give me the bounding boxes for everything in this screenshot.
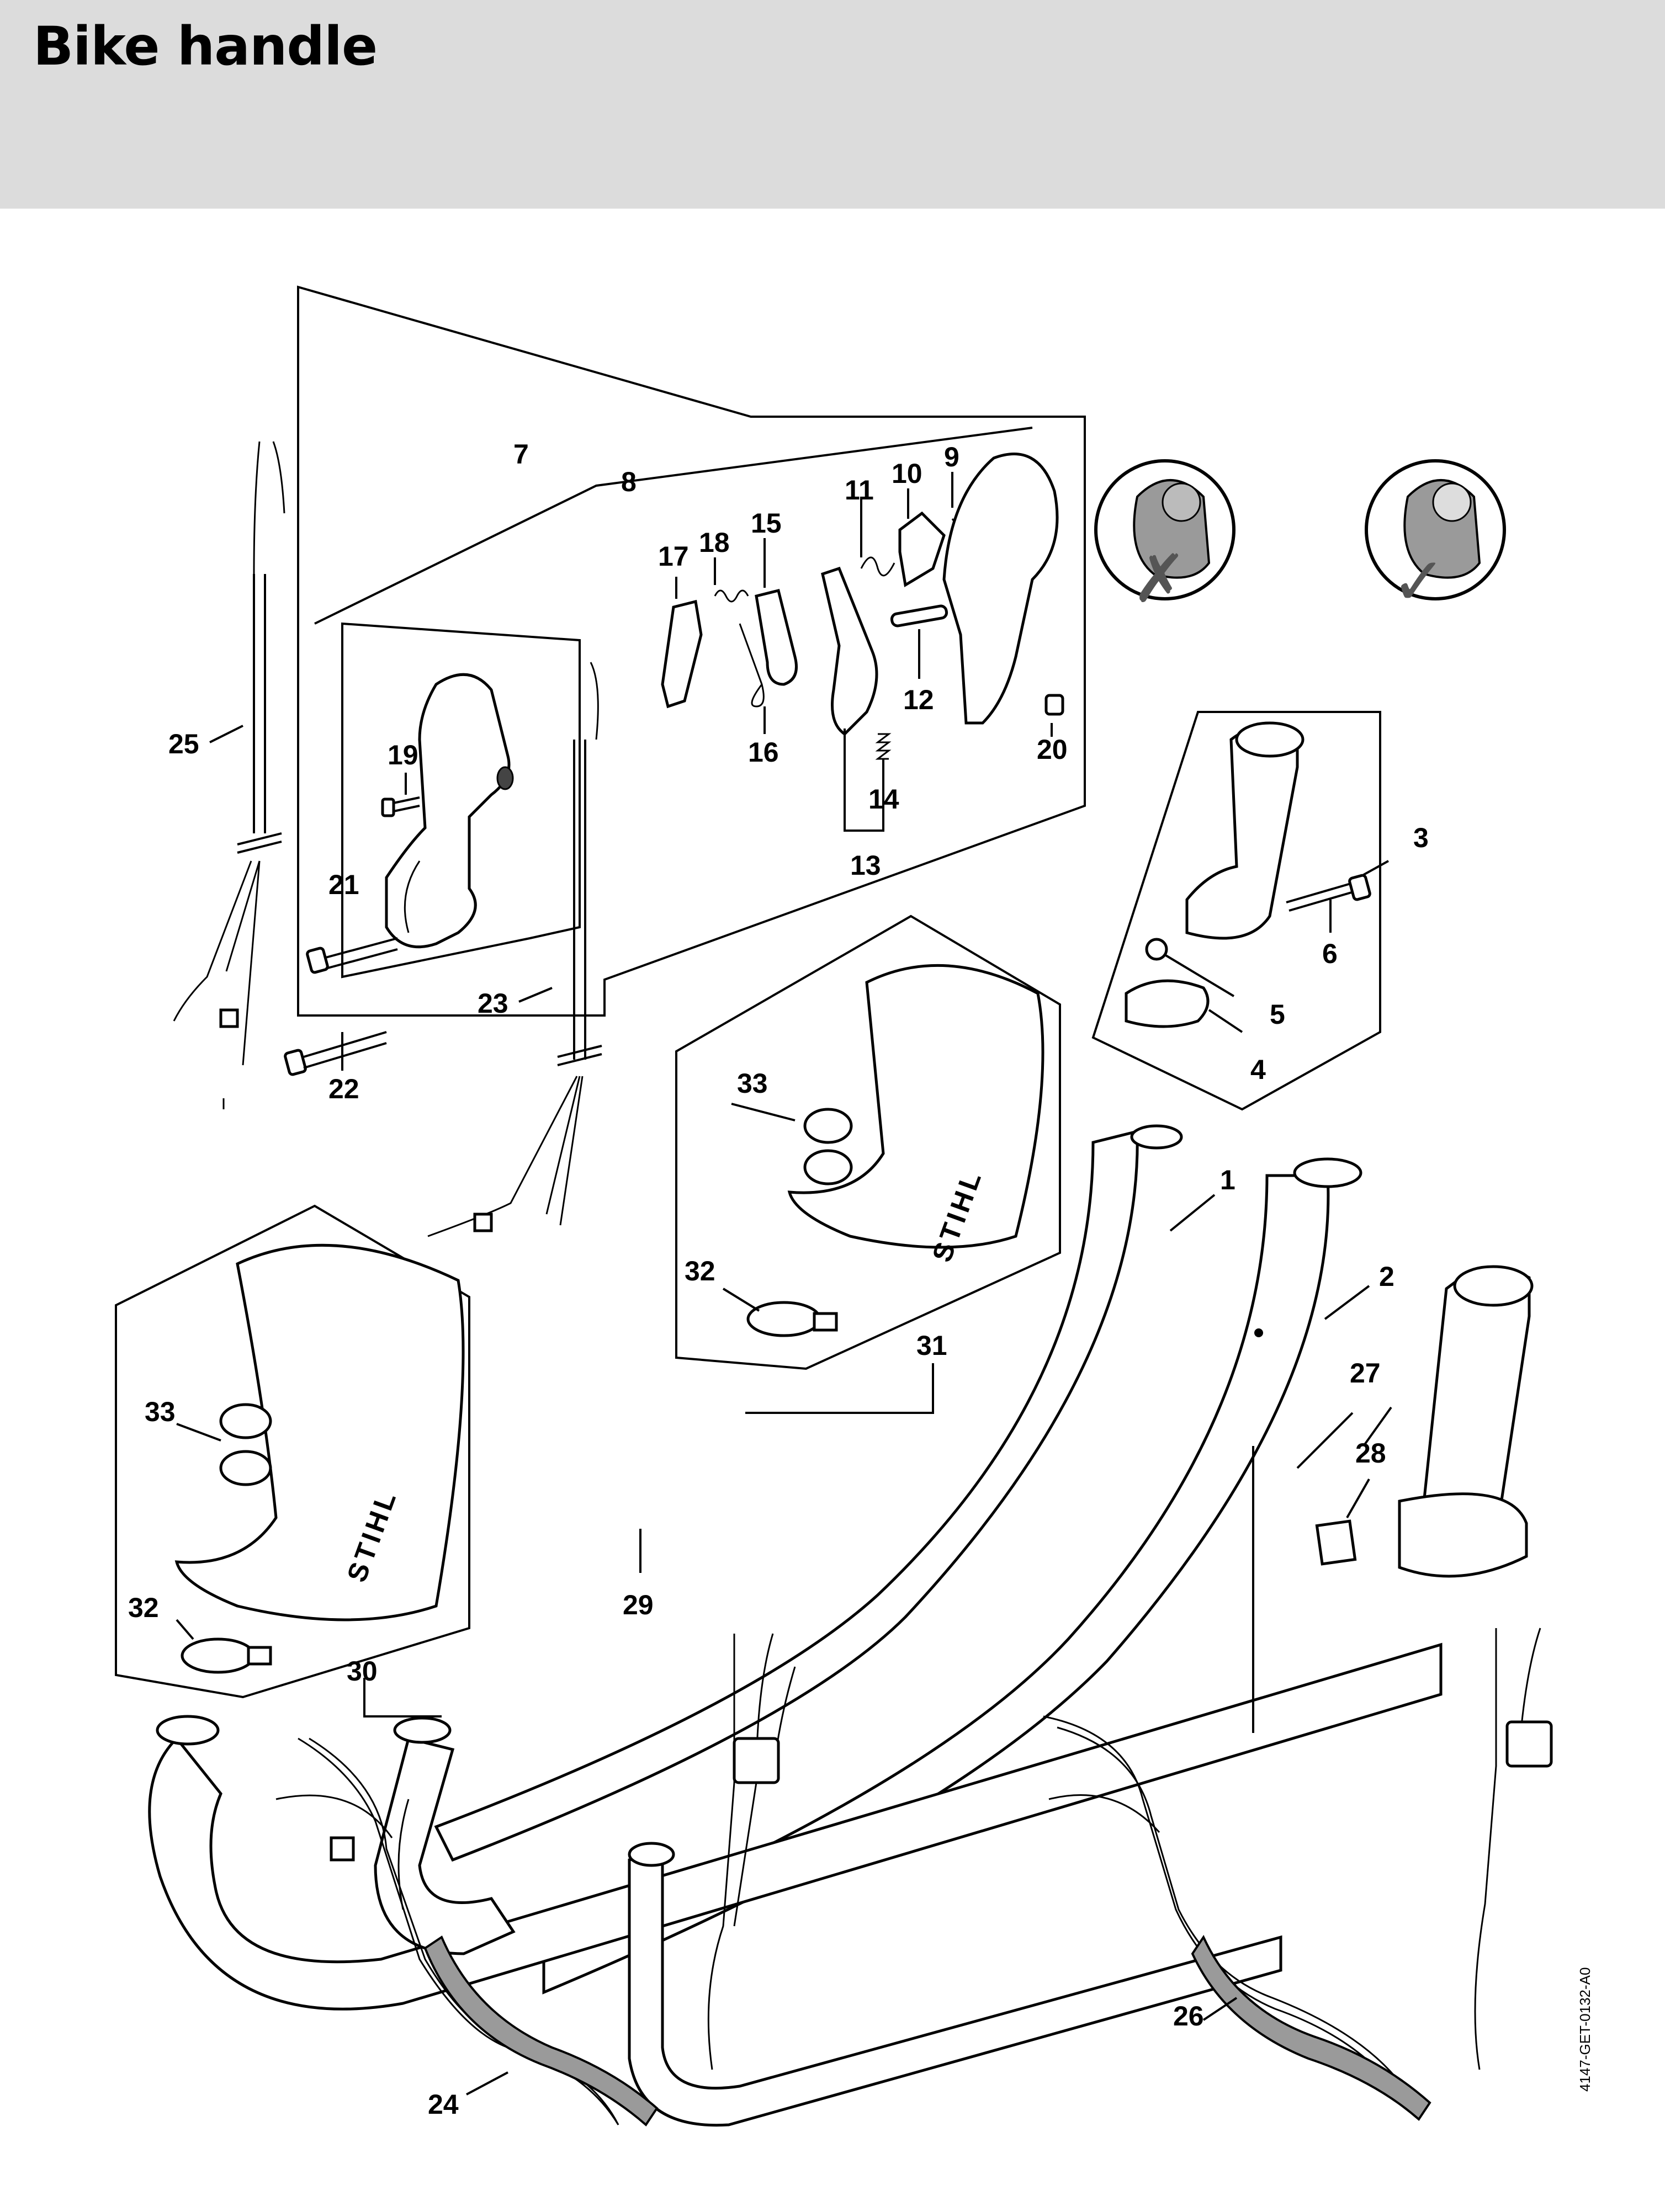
frame-grip-3 [1091,711,1381,1111]
callout-25: 25 [168,729,199,759]
callout-21: 21 [328,869,359,900]
callout-24: 24 [428,2089,459,2120]
nut-20 [1044,694,1064,716]
callout-22: 22 [328,1073,359,1104]
screw-6 [1286,874,1371,912]
callout-12: 12 [903,684,934,715]
callout-3: 3 [1413,822,1429,853]
screw-19 [381,796,420,817]
callout-9: 9 [944,442,959,472]
page-header: Bike handle [0,0,1665,209]
callout-20: 20 [1037,734,1068,765]
handlebar-tube-29 [148,1642,1443,2011]
lever-17 [661,599,703,709]
lever-15 [755,588,798,686]
callout-30: 30 [347,1656,378,1687]
wiring-harness-26 [1043,1628,1553,2121]
callout-19: 19 [388,740,418,770]
callout-4: 4 [1250,1054,1266,1085]
callout-32-lower: 32 [128,1592,159,1623]
grip-3 [1185,721,1305,940]
handlebar-tube-1 [434,1124,1183,1862]
inset-right-mark: ✓ [1391,544,1447,620]
callout-2: 2 [1379,1261,1394,1292]
callout-29: 29 [623,1589,654,1620]
callout-31: 31 [916,1330,947,1361]
housing-shell-8 [942,453,1059,725]
handlebar-tube-2 [542,1157,1362,1995]
leader-7-8 [314,427,1033,625]
inset-wrong-mark: ✗ [1132,541,1187,618]
guard-30: STIHL [174,1243,465,1621]
callout-32-upper: 32 [685,1256,715,1286]
frame-guard-30 [115,1204,470,1699]
spring-11 [860,556,895,577]
slide-10 [898,511,946,588]
control-handle-housing [385,673,514,949]
callout-33-upper: 33 [737,1068,768,1099]
callout-17: 17 [658,541,689,572]
callout-7: 7 [513,439,529,470]
drawing-code: 4147-GET-0132-A0 [1577,1968,1593,2092]
callout-23: 23 [478,988,508,1019]
screw-21 [306,937,398,974]
screw-22 [284,1031,387,1076]
frame-guard-31 [675,914,1061,1370]
callout-27: 27 [1350,1358,1381,1389]
hose-clamp-32-upper [746,1301,838,1337]
handlebar-tube-center [628,1842,1282,2127]
guard-31: STIHL [787,964,1044,1266]
callout-14: 14 [868,784,899,815]
wiring-harness-24 [275,1633,796,2127]
spring-18 [714,589,749,603]
page-title: Bike handle [33,15,378,77]
clamp-4 [1125,979,1210,1028]
callout-1: 1 [1220,1165,1236,1195]
callout-33-lower: 33 [145,1396,176,1427]
hose-clamp-32-lower [181,1637,272,1674]
callout-11: 11 [845,475,874,506]
callout-10: 10 [892,458,922,489]
callout-5: 5 [1270,999,1285,1030]
grip-27 [1398,1265,1534,1578]
callout-15: 15 [751,508,782,539]
callout-6: 6 [1322,938,1338,969]
handlebar-tube-stub [374,1716,516,1955]
callout-18: 18 [699,527,730,558]
assembly-frame-7 [297,285,1086,1017]
callout-8: 8 [621,466,637,497]
spring-14 [875,733,892,760]
inset-wrong: ✗ [1094,459,1236,618]
spring-16 [739,623,765,708]
throttle-cable-23 [427,662,602,1237]
throttle-trigger-13 [821,566,878,736]
switch-28 [1315,1519,1357,1566]
assembly-frame-8 [341,622,581,979]
callout-16: 16 [748,737,779,768]
callout-numbers: 1 2 3 4 5 6 7 8 9 10 11 12 13 14 15 16 1… [128,439,1429,2120]
leader-lines [176,472,1392,2096]
nut-5 [1145,938,1168,961]
callout-13: 13 [850,850,881,881]
inset-right: ✓ [1365,459,1506,620]
callout-26: 26 [1173,2001,1204,2032]
throttle-cable-25 [173,441,285,1109]
callout-28: 28 [1355,1438,1386,1469]
pin-12 [890,604,948,628]
